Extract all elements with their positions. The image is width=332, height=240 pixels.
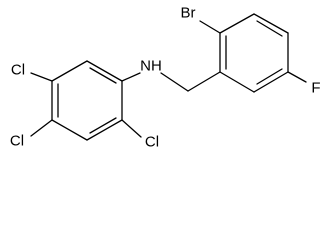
chlorine-label-top: Cl (11, 62, 25, 79)
bond (219, 71, 255, 93)
molecule-structure-diagram: NH Br F Cl Cl Cl (10, 5, 321, 151)
right-aromatic-ring (219, 13, 289, 93)
bond (160, 72, 189, 92)
double-bond-inner (256, 20, 283, 37)
chlorine-label-bottom-right: Cl (145, 134, 159, 151)
bond (121, 119, 142, 138)
left-aromatic-ring (51, 60, 123, 141)
bond (51, 119, 88, 141)
bond (51, 60, 88, 82)
chlorine-label-bottom-left: Cl (10, 133, 24, 150)
double-bond-inner (256, 68, 283, 85)
left-ring-substituents (30, 72, 142, 138)
linker (160, 71, 221, 92)
bond (219, 13, 255, 34)
bond (86, 119, 123, 141)
bond (86, 60, 123, 82)
bond (121, 72, 141, 82)
bond (287, 71, 307, 83)
bromine-label: Br (181, 5, 196, 22)
bond (187, 71, 221, 92)
double-bond-inner (89, 67, 117, 84)
bond (30, 72, 53, 82)
right-ring-substituents (199, 20, 307, 83)
bond (30, 119, 53, 137)
bond (253, 71, 289, 93)
bond (253, 13, 289, 34)
nh-label: NH (140, 58, 162, 75)
bond (199, 20, 221, 34)
atom-labels: NH Br F Cl Cl Cl (10, 5, 321, 151)
double-bond-inner (89, 117, 117, 134)
fluorine-label: F (311, 80, 320, 97)
